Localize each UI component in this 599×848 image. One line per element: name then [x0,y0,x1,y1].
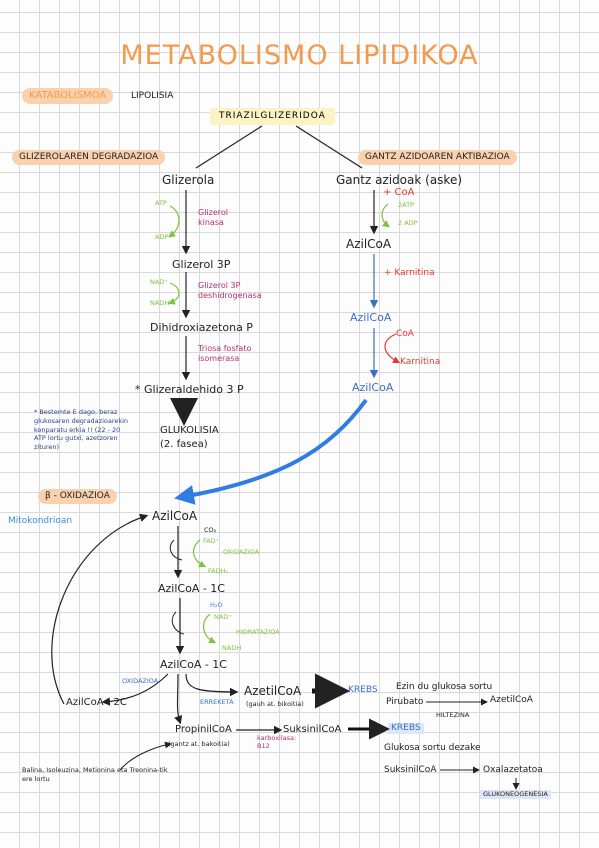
hiltezina-label: HILTEZINA [436,711,470,719]
karboxilasa-b12-label: karboxilasa: B12 [257,734,297,750]
glizerol-kinasa-label: Glizerol kinasa [198,208,228,228]
glukosa-sortu-label: Glukosa sortu dezake [384,743,481,753]
azilcoa-2c: AzilCoA - 2C [66,697,127,708]
beta-nad-label: NAD⁺ [214,613,232,621]
2atp-label: 2ATP [398,201,414,209]
adp-label: ADP [155,233,169,241]
karnitina-plus-label: + Karnitina [384,268,435,278]
pirubato-label: Pirubato [386,697,424,707]
hidratazioa-label: HIDRATAZIOA [236,628,280,636]
co2-label: CO₂ [204,526,217,534]
azetilcoa: AzetilCoA [244,684,302,698]
azetilcoa-2: AzetilCoA [490,695,533,705]
glizerol-3p-deshidrogenasa-label: Glizerol 3P deshidrogenasa [198,281,262,301]
gantz-bakoitia-label: (gantz at. bakoitia) [168,740,230,748]
katabolismoa-label: KATABOLISMOA [22,88,114,104]
fatty-acid-activation-title: GANTZ AZIDOAREN AKTIBAZIOA [358,150,517,165]
gauh-bikoitia-label: (gauh at. bikoitia) [246,700,304,708]
ezin-glukosa-label: Ezin du glukosa sortu [396,682,493,692]
oxalazetatoa-label: Oxalazetatoa [483,765,543,775]
propinilcoa: PropinilCoA [175,724,232,735]
suksinilcoa: SuksinilCoA [283,724,342,735]
h2o-label: H₂O [210,601,223,609]
fad-label: FAD⁺ [203,537,220,545]
glukoneogenesia-label: GLUKONEOGENESIA [480,790,551,799]
page-title: METABOLISMO LIPIDIKOA [120,40,479,71]
glizerola: Glizerola [162,173,215,187]
beta-azilcoa: AzilCoA [152,509,198,523]
dihidroxiazetona-p: Dihidroxiazetona P [150,321,253,334]
oxidazioa-2-label: OXIDAZIOA [122,677,159,685]
azilcoa-2: AzilCoA [350,311,392,324]
azilcoa-3: AzilCoA [352,381,394,394]
azilcoa-1c-b: AzilCoA - 1C [160,658,227,671]
gantz-azidoak: Gantz azidoak (aske) [336,173,463,187]
triosa-fosfato-isomerasa-label: Triosa fosfato isomerasa [198,344,252,364]
nad-label: NAD⁺ [150,278,168,286]
fasea-label: (2. fasea) [160,439,208,450]
energy-note: * Bestemte E dago, beraz glukosaren degr… [34,408,129,452]
azilcoa-1: AzilCoA [346,237,392,251]
beta-nadh-label: NADH [222,644,242,652]
mitokondrioan-label: Mitokondrioan [8,516,73,526]
glizerol-degradation-title: GLIZEROLAREN DEGRADAZIOA [12,150,166,165]
balina-note: Balina, Isoleuzina, Metionina eta Treoni… [22,766,168,784]
krebs-2-label: KREBS [388,723,424,734]
krebs-1-label: KREBS [348,685,378,695]
oxidazioa-1-label: OXIDAZIOA [223,548,260,556]
karnitina-label: Karnitina [400,357,441,367]
glizeraldehido-3p: * Glizeraldehido 3 P [135,383,244,396]
suksinilcoa-2: SuksinilCoA [384,765,437,775]
beta-oxidazioa-title: β - OXIDAZIOA [38,489,117,504]
lipolisia-label: LIPOLISIA [131,91,174,101]
glukolisia-label: GLUKOLISIA [160,425,219,436]
azilcoa-1c-a: AzilCoA - 1C [158,582,225,595]
coa-plus-label: + CoA [383,187,415,198]
triazilglizeridoa-label: TRIAZILGLIZERIDOA [210,108,335,125]
glizerol-3p: Glizerol 3P [172,258,231,271]
2adp-label: 2 ADP [398,219,418,227]
erreketa-label: ERREKETA [200,698,234,706]
atp-label: ATP [155,199,167,207]
coa-label: CoA [396,329,414,339]
fadh2-label: FADH₂ [208,567,229,575]
nadh-label: NADH [150,299,170,307]
